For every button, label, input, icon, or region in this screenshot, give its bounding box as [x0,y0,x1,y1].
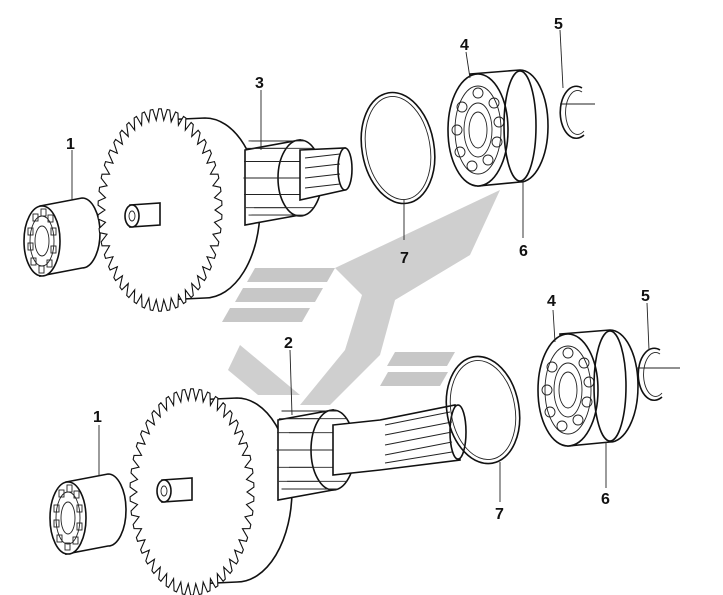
circlip-upper [559,85,595,140]
snap-ring-lower [445,355,521,465]
callout-lower-6: 6 [601,491,610,508]
callout-lower-4: 4 [547,293,556,310]
ball-bearing-upper [447,69,549,187]
callout-upper-6: 6 [519,243,528,260]
spur-gear-large-upper [97,108,261,312]
spur-gear-large-lower [129,388,293,595]
callout-upper-1: 1 [66,136,75,153]
ball-bearing-lower [537,329,639,447]
roller-bearing-upper [23,197,101,277]
pinion-shaft-upper [243,139,353,226]
callout-lower-2: 2 [284,335,293,352]
callout-upper-3: 3 [255,75,264,92]
lower-leader-lines [98,302,650,502]
upper-assembly [23,29,595,312]
upper-leader-lines [71,29,564,240]
pinion-shaft-lower [276,404,467,501]
callout-labels: 1 3 4 5 6 7 1 2 4 5 6 7 [66,16,650,523]
circlip-lower [636,347,680,402]
callout-upper-7: 7 [400,250,409,267]
callout-lower-1: 1 [93,409,102,426]
callout-lower-7: 7 [495,506,504,523]
roller-bearing-lower [49,473,127,555]
callout-lower-5: 5 [641,288,650,305]
watermark-logo [222,190,500,405]
snap-ring-upper [360,91,436,205]
callout-upper-4: 4 [460,37,469,54]
lower-assembly [49,302,680,595]
callout-upper-5: 5 [554,16,563,33]
